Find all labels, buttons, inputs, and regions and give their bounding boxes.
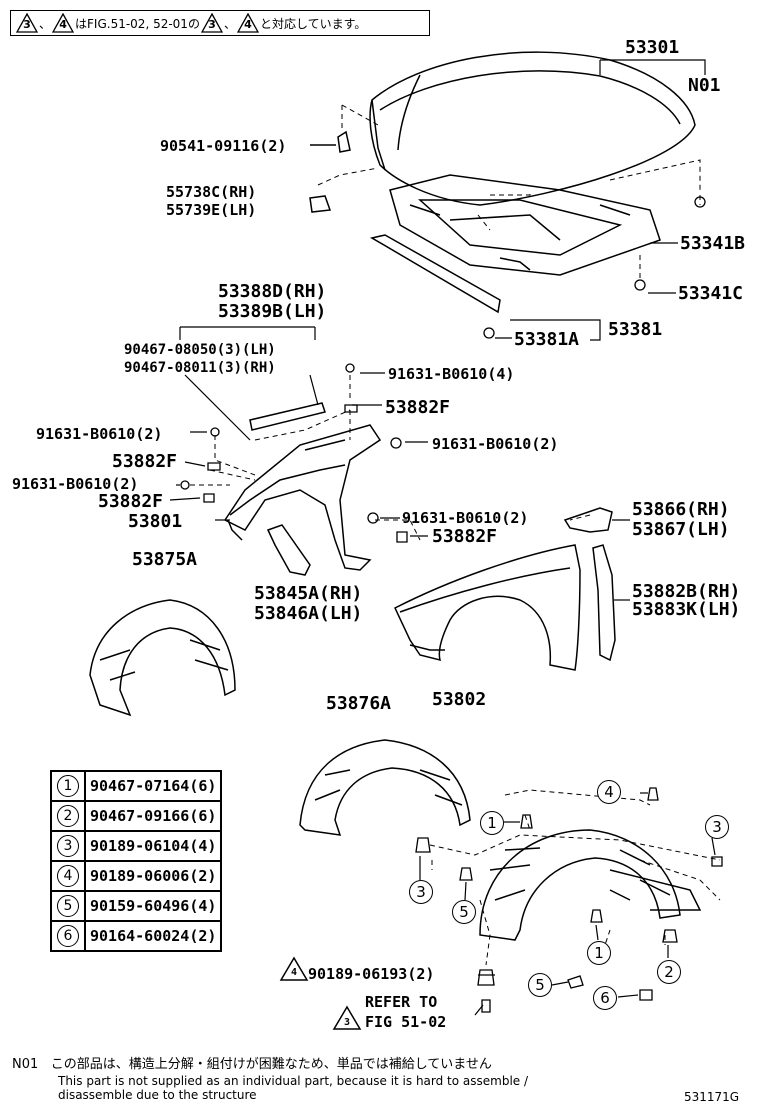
refer-to-label: REFER TO xyxy=(365,993,438,1011)
part-label-90189-06193: 90189-06193(2) xyxy=(308,965,435,983)
legend-part-number: 90467-09166(6) xyxy=(83,800,223,832)
reference-triangle-icon: 3 xyxy=(200,13,223,33)
part-label-53341c: 53341C xyxy=(678,283,744,304)
part-label-53882b: 53882B(RH) xyxy=(632,581,741,602)
part-label-53875a: 53875A xyxy=(132,549,198,570)
callout-3b: 3 xyxy=(409,880,433,904)
legend-number: 4 xyxy=(57,865,79,887)
triangle-ref-4: 4 xyxy=(290,967,298,978)
legend-number: 1 xyxy=(57,775,79,797)
fender-liner-drawing-c xyxy=(479,829,702,941)
part-label-53301: 53301 xyxy=(625,37,680,58)
hood-inner-drawing xyxy=(389,174,661,276)
footer-note-jp: N01 この部品は、構造上分解・組付けが困難なため、単品では補給していません xyxy=(12,1057,492,1072)
fastener-drawings xyxy=(180,196,723,1013)
callout-1a: 1 xyxy=(480,811,504,835)
legend-part-number: 90159-60496(4) xyxy=(83,890,223,922)
part-label-91631-4: 91631-B0610(4) xyxy=(388,365,515,383)
refer-fig-label: FIG 51-02 xyxy=(365,1013,447,1031)
part-label-53845a: 53845A(RH) xyxy=(254,583,363,604)
callout-4: 4 xyxy=(597,780,621,804)
part-label-91631-2a: 91631-B0610(2) xyxy=(36,425,163,443)
callout-1b: 1 xyxy=(587,941,611,965)
legend-number: 5 xyxy=(57,895,79,917)
footer-note-en: This part is not supplied as an individu… xyxy=(58,1074,529,1102)
legend-part-number: 90467-07164(6) xyxy=(83,770,223,802)
front-fender-drawing xyxy=(394,544,581,671)
part-label-90541: 90541-09116(2) xyxy=(160,137,287,155)
part-label-53876a: 53876A xyxy=(326,693,392,714)
fender-apron-drawing xyxy=(223,424,382,571)
callout-6: 6 xyxy=(593,986,617,1010)
part-label-53883k: 53883K(LH) xyxy=(632,599,741,620)
legend-part-number: 90189-06006(2) xyxy=(83,860,223,892)
callout-3a: 3 xyxy=(705,815,729,839)
part-label-53866: 53866(RH) xyxy=(632,499,730,520)
hood-drawing xyxy=(369,51,696,206)
reference-triangle-icon: 4 xyxy=(236,13,259,33)
reference-triangle-icon: 3 xyxy=(16,13,38,33)
figure-id: 531171G xyxy=(684,1090,740,1104)
fender-liner-drawing-a xyxy=(89,599,236,717)
part-label-53381: 53381 xyxy=(608,319,663,340)
hood-seal-drawing xyxy=(369,234,501,314)
part-label-n01: N01 xyxy=(688,75,721,96)
part-label-53802: 53802 xyxy=(432,689,487,710)
part-label-53801: 53801 xyxy=(128,511,183,532)
part-label-53341b: 53341B xyxy=(680,233,746,254)
part-label-55738c: 55738C(RH) xyxy=(166,183,257,201)
part-label-53389b: 53389B(LH) xyxy=(218,301,327,322)
legend-part-number: 90164-60024(2) xyxy=(83,920,223,952)
part-label-53882f-c: 53882F xyxy=(98,491,164,512)
callout-5b: 5 xyxy=(528,973,552,997)
part-label-53882f-a: 53882F xyxy=(385,397,451,418)
part-label-55739e: 55739E(LH) xyxy=(166,201,257,219)
part-label-53882f-d: 53882F xyxy=(432,526,498,547)
part-label-53867: 53867(LH) xyxy=(632,519,730,540)
part-label-53388d: 53388D(RH) xyxy=(218,281,327,302)
legend-number: 3 xyxy=(57,835,79,857)
part-label-91631-2b: 91631-B0610(2) xyxy=(432,435,559,453)
part-label-53846a: 53846A(LH) xyxy=(254,603,363,624)
part-label-53381a: 53381A xyxy=(514,329,580,350)
reference-triangle-icon: 4 xyxy=(52,13,75,33)
part-label-53882f-b: 53882F xyxy=(112,451,178,472)
callout-5a: 5 xyxy=(452,900,476,924)
header-note: 3 、 4 はFIG.51-02, 52-01の 3 、 4 と対応しています。 xyxy=(10,10,430,36)
fender-liner-drawing-b xyxy=(299,739,471,836)
callout-2: 2 xyxy=(657,960,681,984)
legend-number: 6 xyxy=(57,925,79,947)
part-label-91631-2c: 91631-B0610(2) xyxy=(12,475,139,493)
part-label-90467-08011: 90467-08011(3)(RH) xyxy=(124,360,276,376)
legend-part-number: 90189-06104(4) xyxy=(83,830,223,862)
legend-number: 2 xyxy=(57,805,79,827)
triangle-ref-3: 3 xyxy=(343,1017,351,1028)
part-label-90467-08050: 90467-08050(3)(LH) xyxy=(124,342,276,358)
part-label-91631-2d: 91631-B0610(2) xyxy=(402,509,529,527)
